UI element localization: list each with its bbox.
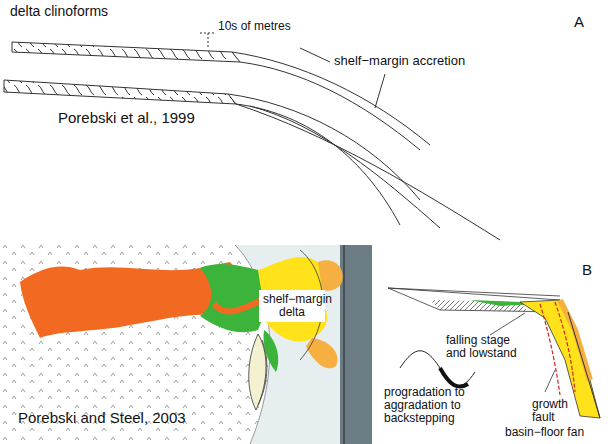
annotation-label: B [582, 262, 592, 278]
annotation-label: Porebski et al., 1999 [58, 110, 195, 126]
node-text: shelf−margin delta [263, 293, 321, 319]
annotation-label: delta clinoforms [10, 4, 108, 19]
annotation-label: basin−floor fan [505, 426, 584, 439]
region-label-box: shelf−margin delta [259, 290, 325, 322]
annotation-label: shelf−margin accretion [334, 54, 465, 68]
thickness-marker [200, 33, 330, 62]
annotation-label: A [574, 14, 584, 30]
annotation-label: falling stage and lowstand [446, 334, 530, 360]
annotation-label: progradation to aggradation to backstepp… [384, 386, 480, 425]
leader-line [375, 74, 385, 108]
map [0, 245, 372, 444]
annotation-label: growth fault [532, 398, 584, 424]
annotation-label: Porebski and Steel, 2003 [18, 410, 186, 426]
annotation-label: 10s of metres [218, 20, 291, 33]
lower-clinoform-band [4, 80, 500, 240]
